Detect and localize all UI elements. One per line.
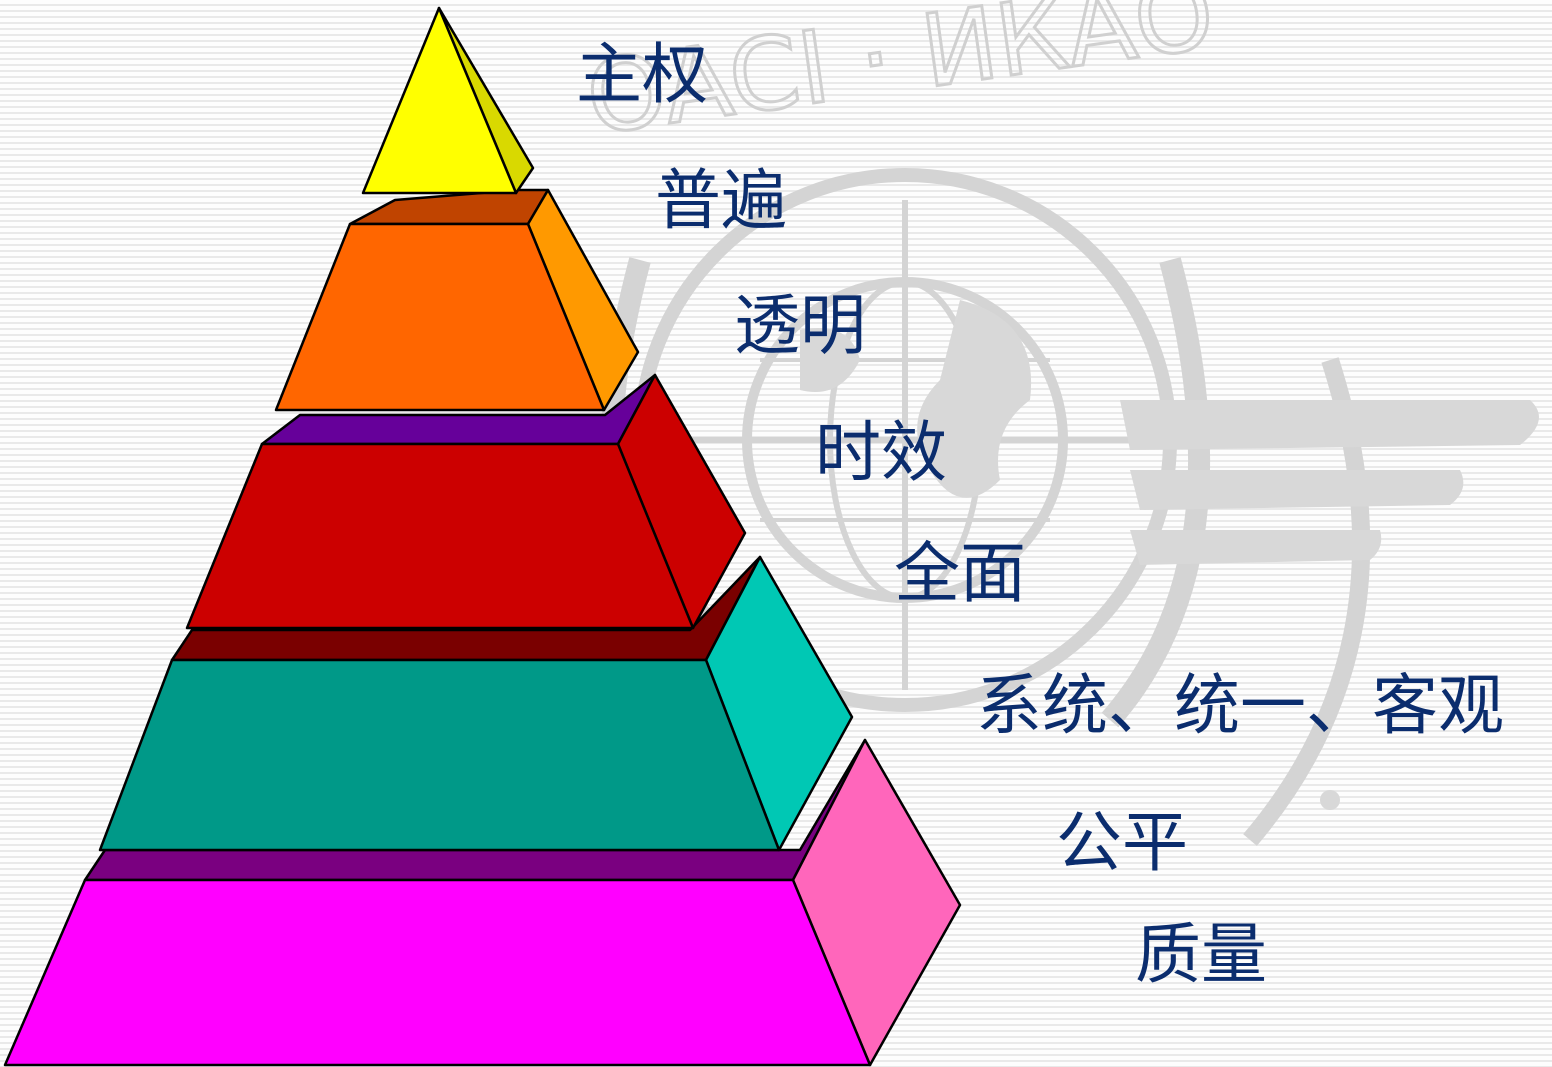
emblem-dot <box>1320 790 1340 810</box>
wing-right-icon <box>1120 400 1539 450</box>
label-sovereignty: 主权 <box>576 36 708 113</box>
label-fairness: 公平 <box>1056 804 1188 881</box>
pyramid-tier-3-front <box>185 442 695 630</box>
continent-shape <box>917 300 1032 498</box>
wing-right-icon <box>1130 530 1382 565</box>
wing-right-icon <box>1130 470 1464 510</box>
label-systematic-unified-objective: 系统、统一、客观 <box>976 667 1504 744</box>
label-universality: 普遍 <box>655 162 787 239</box>
label-comprehensiveness: 全面 <box>894 535 1026 612</box>
label-transparency: 透明 <box>734 287 866 364</box>
label-quality: 质量 <box>1135 916 1267 993</box>
laurel-right-icon <box>1101 257 1211 728</box>
label-timeliness: 时效 <box>815 414 947 491</box>
pyramid-tier-1-front <box>361 6 518 195</box>
pyramid-tier-2-top <box>348 188 550 226</box>
pyramid-tier-2-front <box>274 222 606 412</box>
pyramid-tier-4-front <box>98 658 781 852</box>
pyramid-tier-5-front <box>3 878 872 1067</box>
continent-shape <box>800 328 860 392</box>
